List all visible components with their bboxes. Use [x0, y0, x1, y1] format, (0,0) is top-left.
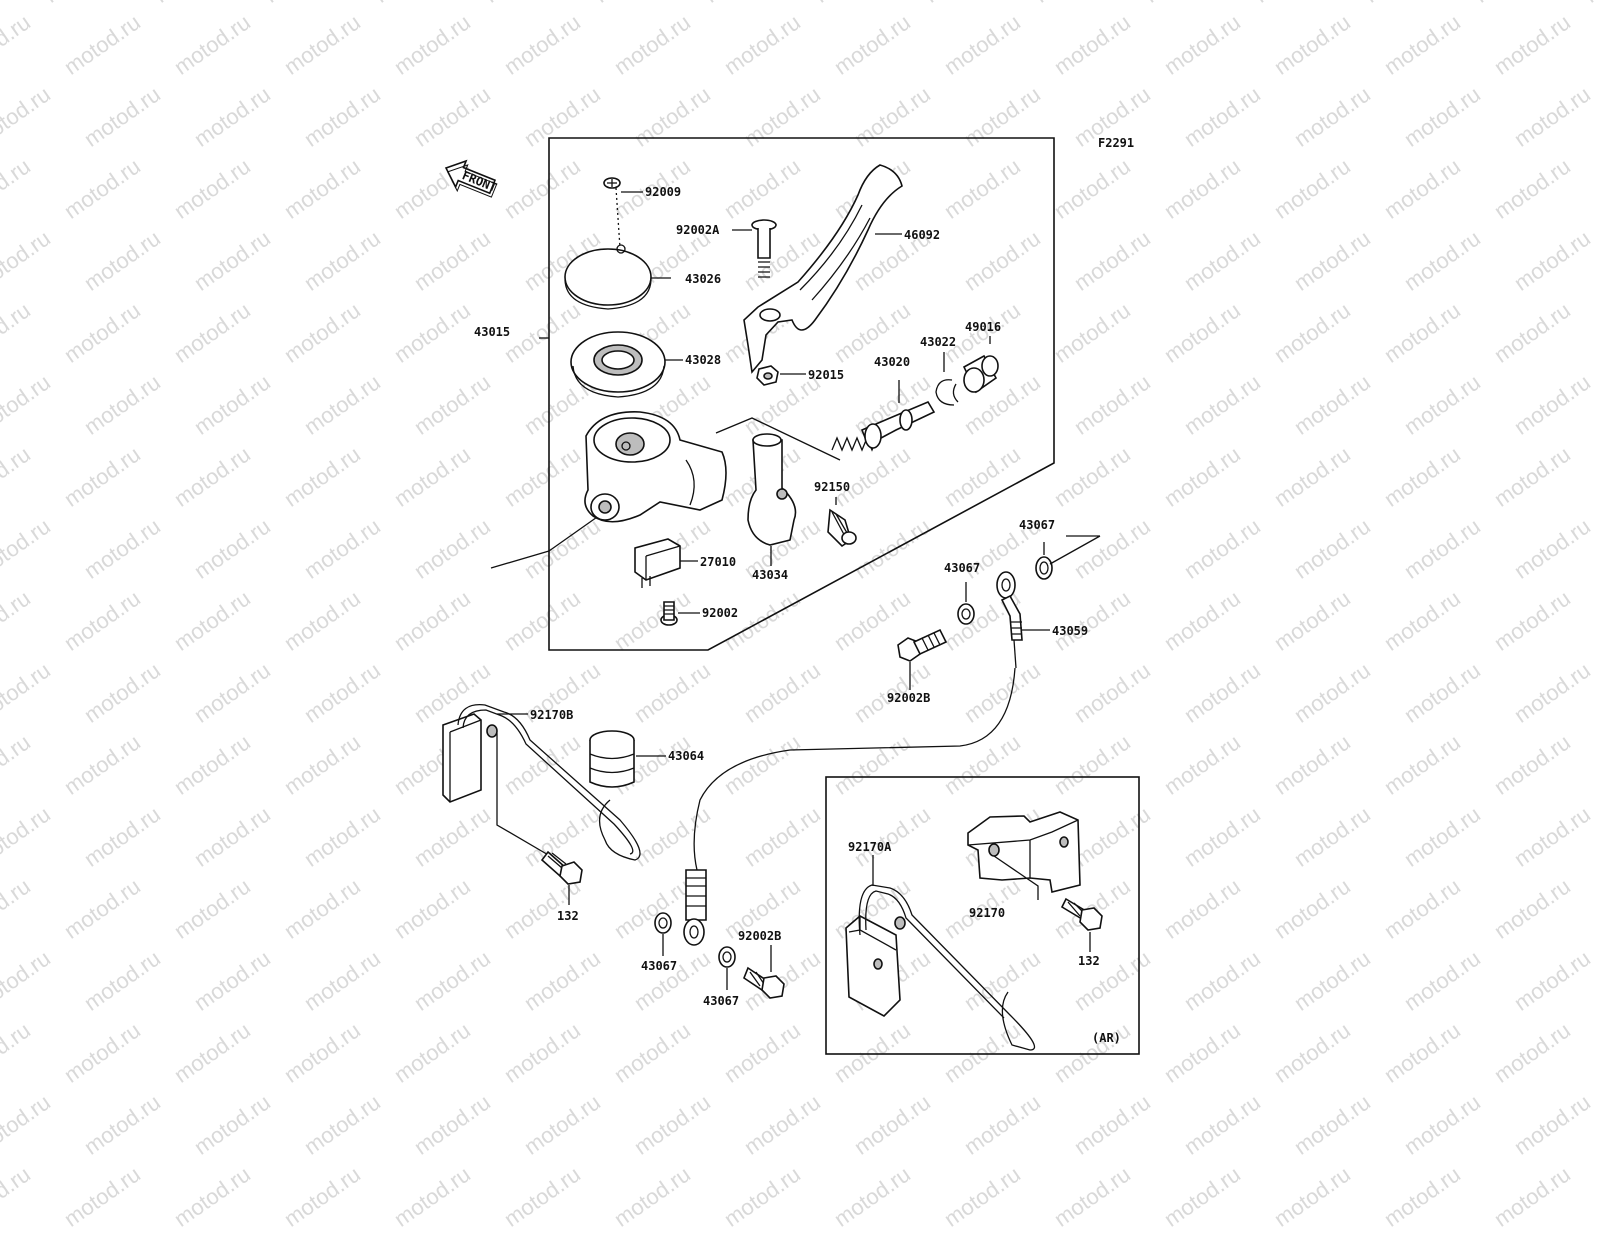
callout-92170A: 92170A — [848, 840, 892, 854]
screw-92009 — [603, 177, 643, 249]
circlip-43022 — [935, 352, 959, 406]
callout-43059: 43059 — [1052, 624, 1088, 638]
washer-43067-d — [718, 946, 736, 990]
reservoir-cap-43026 — [564, 244, 671, 310]
hose-lower-fitting — [683, 869, 707, 946]
callout-49016: 49016 — [965, 320, 1001, 334]
callout-43067-a: 43067 — [1019, 518, 1055, 532]
bracket-92170 — [967, 811, 1081, 900]
callout-92002B-b: 92002B — [738, 929, 781, 943]
callout-92015: 92015 — [808, 368, 844, 382]
callout-43028: 43028 — [685, 353, 721, 367]
figure-code: F2291 — [1098, 136, 1134, 150]
callout-132-a: 132 — [557, 909, 579, 923]
bolt-92150 — [827, 497, 857, 548]
hose-fitting-43059 — [996, 571, 1050, 669]
bolt-132-a — [540, 850, 583, 905]
ar-variant-frame — [825, 776, 1140, 1055]
callout-27010: 27010 — [700, 555, 736, 569]
piston-43020 — [831, 380, 936, 452]
callout-92002: 92002 — [702, 606, 738, 620]
callout-43067-d: 43067 — [703, 994, 739, 1008]
callout-43064: 43064 — [668, 749, 704, 763]
bolt-132-b — [1060, 897, 1103, 952]
callout-43020: 43020 — [874, 355, 910, 369]
callout-132-b: 132 — [1078, 954, 1100, 968]
ar-variant-note: (AR) — [1092, 1031, 1121, 1045]
front-arrow-label: FRONT — [460, 168, 499, 195]
assembly-frame-43015 — [548, 137, 1055, 651]
washer-43067-b — [957, 582, 975, 625]
guide-line — [490, 514, 601, 569]
holder-43034 — [747, 433, 797, 566]
callout-43067-c: 43067 — [641, 959, 677, 973]
callout-46092: 46092 — [904, 228, 940, 242]
callout-43034: 43034 — [752, 568, 788, 582]
callout-43026: 43026 — [685, 272, 721, 286]
callout-92009: 92009 — [645, 185, 681, 199]
brake-hose — [693, 667, 1016, 871]
brake-lever-46092 — [743, 164, 903, 374]
banjo-bolt-92002B-b — [743, 945, 785, 999]
pivot-bolt-92002A — [732, 219, 777, 278]
callout-92002B-a: 92002B — [887, 691, 930, 705]
diaphragm-43028 — [570, 331, 683, 398]
callout-43015: 43015 — [474, 325, 510, 339]
callout-43067-b: 43067 — [944, 561, 980, 575]
clamp-92170B — [442, 704, 641, 861]
callout-92150: 92150 — [814, 480, 850, 494]
callout-43022: 43022 — [920, 335, 956, 349]
washer-43067-c — [654, 912, 672, 956]
washer-43067-a — [1035, 535, 1101, 580]
front-arrow-icon: FRONT — [444, 159, 499, 198]
screw-92002 — [660, 601, 700, 626]
callout-92002A: 92002A — [676, 223, 720, 237]
master-cylinder-body — [584, 411, 727, 523]
grommet-43064 — [589, 730, 666, 788]
banjo-bolt-92002B-a — [897, 628, 948, 690]
boot-49016 — [962, 336, 999, 394]
exploded-view: F2291 FRONT — [442, 136, 1140, 1055]
clamp-92170A — [845, 855, 1036, 1051]
callout-92170: 92170 — [969, 906, 1005, 920]
nut-92015 — [756, 365, 806, 386]
switch-27010 — [634, 538, 698, 588]
callout-92170B: 92170B — [530, 708, 573, 722]
